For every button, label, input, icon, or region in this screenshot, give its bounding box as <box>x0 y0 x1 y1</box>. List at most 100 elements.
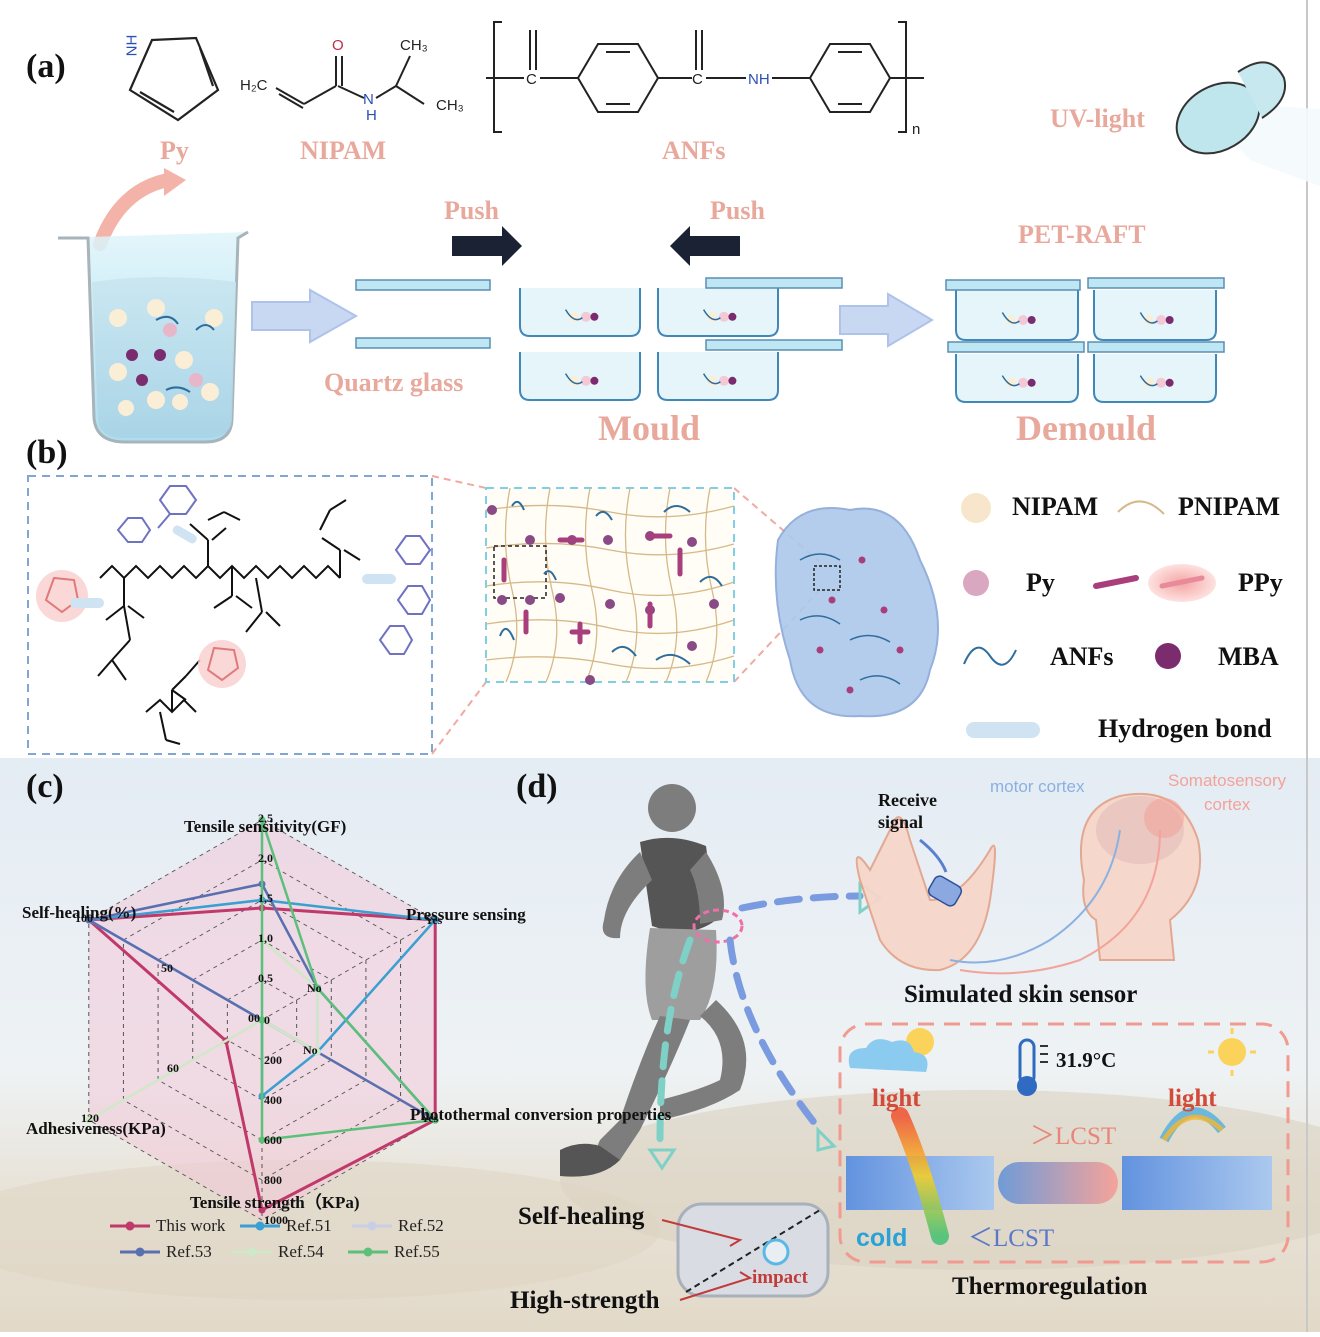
mba-node <box>497 595 507 605</box>
radar-tick-label: Yes <box>421 1111 439 1125</box>
radar-tick-label: 1,0 <box>258 931 273 945</box>
glass-plate <box>705 339 843 351</box>
radar-axis-label: Pressure sensing <box>406 905 526 924</box>
nipam-legend-icon <box>961 493 991 523</box>
particle <box>728 312 737 321</box>
radar-tick-label: 120 <box>81 1111 99 1125</box>
mba-node <box>603 535 613 545</box>
particle <box>1165 378 1174 387</box>
radar-tick-label: Yes <box>425 913 443 927</box>
label-light-left: light <box>872 1085 921 1112</box>
beaker-icon <box>58 168 249 444</box>
hbond-links <box>70 525 396 608</box>
particle <box>590 312 599 321</box>
fiber <box>1001 312 1020 324</box>
py-legend-icon <box>963 570 989 596</box>
mould-tray <box>1093 290 1217 341</box>
label-receive-signal: Receive signal <box>878 790 937 832</box>
mould-containers <box>519 277 1225 403</box>
particle <box>728 376 737 385</box>
radar-point <box>85 916 93 924</box>
mould-tray <box>657 288 779 337</box>
mba-node <box>605 599 615 609</box>
label-temperature: 31.9°C <box>1056 1048 1117 1072</box>
radar-point <box>313 984 321 992</box>
radar-tick-label: 1,5 <box>258 891 273 905</box>
particle <box>719 311 729 322</box>
radar-tick-label: 2,5 <box>258 811 273 825</box>
radar-series-ref-55 <box>260 819 438 1142</box>
legend-label: Ref.54 <box>278 1242 324 1261</box>
process-arrows <box>251 288 934 348</box>
mba-node <box>525 535 535 545</box>
mba-node <box>687 537 697 547</box>
legend-ppy: PPy <box>1238 568 1283 597</box>
anf-fiber <box>663 505 691 513</box>
chem-n: N <box>363 91 374 108</box>
radar-chart <box>84 816 439 1257</box>
label-demould: Demould <box>1016 408 1157 448</box>
radar-axis-label: Photothermal conversion properties <box>410 1105 672 1124</box>
radar-tick-label: 60 <box>167 1061 179 1075</box>
radar-tick-label: 0,5 <box>258 971 273 985</box>
radar-point <box>313 1048 321 1056</box>
radar-point <box>258 1016 266 1024</box>
fiber <box>564 373 583 385</box>
fiber <box>702 309 721 321</box>
mba-node <box>687 641 697 651</box>
mba-legend-icon <box>1155 643 1181 669</box>
push-arrows <box>452 226 740 266</box>
radar-series-ref-53 <box>85 882 437 1122</box>
gel-node <box>896 646 904 654</box>
radar-tick-label: 1000 <box>264 1213 288 1227</box>
radar-tick-label: 400 <box>264 1093 282 1107</box>
radar-axis-label: Tensile sensitivity(GF) <box>184 817 347 836</box>
self-healing-capsule <box>661 1202 830 1301</box>
mould-tray <box>955 354 1079 403</box>
dashed-teal-arrows <box>656 936 694 1144</box>
chem-o: O <box>332 37 344 54</box>
sun-icon <box>1208 1028 1256 1076</box>
legend-marker <box>367 1221 377 1231</box>
dashed-blue-arrows <box>726 892 864 1134</box>
anf-fiber <box>511 500 525 511</box>
particle <box>590 376 599 385</box>
anf-fiber <box>499 628 515 641</box>
label-motor-cortex: motor cortex <box>990 777 1085 796</box>
mould-tray <box>955 290 1079 341</box>
fiber <box>564 309 583 321</box>
label-mould: Mould <box>598 408 701 448</box>
radar-point <box>85 1116 93 1124</box>
glass-plate <box>945 279 1081 291</box>
quartz-glass-plates <box>355 279 491 349</box>
mould-tray <box>657 352 779 401</box>
fiber <box>1139 312 1158 324</box>
radar-tick-label: No <box>307 981 322 995</box>
particle <box>1156 377 1167 388</box>
glass-plate <box>947 341 1085 353</box>
radar-tick-label: 100 <box>75 911 93 925</box>
legend-marker <box>247 1247 257 1257</box>
thermoregulation-box <box>838 1022 1290 1264</box>
label-cortex: cortex <box>1204 795 1251 814</box>
particle <box>1156 315 1167 325</box>
hbond-legend-icon <box>966 722 1040 738</box>
panel-label-b: (b) <box>26 434 68 471</box>
legend-marker <box>255 1221 265 1231</box>
gel-fiber <box>799 615 841 625</box>
chem-nh: NH <box>123 34 141 57</box>
mould-tray <box>1093 354 1217 403</box>
chem-nh2: NH <box>748 71 770 88</box>
radar-point <box>258 816 266 824</box>
radar-tick-label: 0 <box>254 1011 260 1025</box>
particle <box>1165 316 1174 324</box>
radar-spoke <box>261 919 436 1021</box>
anf-fiber <box>699 575 723 587</box>
mould-tray <box>519 352 641 401</box>
radar-tick-label: 600 <box>264 1133 282 1147</box>
legend-pnipam: PNIPAM <box>1178 492 1281 521</box>
label-high-strength: High-strength <box>510 1287 660 1314</box>
label-light-right: light <box>1168 1085 1217 1112</box>
nipam-structure <box>275 55 425 109</box>
